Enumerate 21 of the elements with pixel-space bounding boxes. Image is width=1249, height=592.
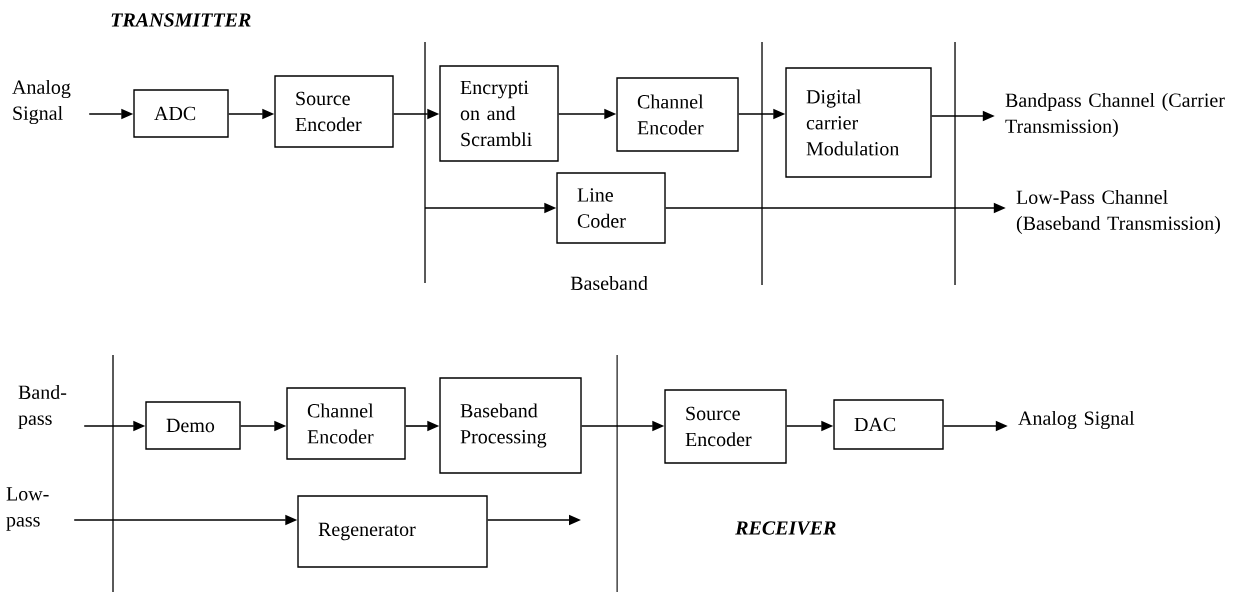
section-title: RECEIVER (735, 521, 836, 535)
process-box: Baseband Processing (439, 377, 582, 474)
process-box: Digital carrier Modulation (785, 67, 932, 178)
process-box: Channel Encoder (286, 387, 406, 460)
process-box: Source Encoder (664, 389, 787, 464)
process-box: Encrypti on and Scrambli (439, 65, 559, 162)
region-label: Baseband (570, 275, 648, 291)
signal-label: Band- pass (18, 384, 67, 430)
signal-label: Low- pass (6, 487, 49, 531)
signal-label: Analog Signal (1018, 410, 1135, 430)
process-box: Source Encoder (274, 75, 394, 148)
signal-label: Bandpass Channel (Carrier Transmission) (1005, 92, 1225, 138)
process-box: ADC (133, 89, 229, 138)
process-box: DAC (833, 399, 944, 450)
process-box: Demo (145, 401, 241, 450)
signal-label: Analog Signal (12, 79, 71, 125)
signal-label: Low-Pass Channel (Baseband Transmission) (1016, 189, 1220, 235)
section-title: TRANSMITTER (111, 13, 251, 27)
process-box: Channel Encoder (616, 77, 739, 152)
process-box: Regenerator (297, 495, 488, 568)
process-box: Line Coder (556, 172, 666, 244)
